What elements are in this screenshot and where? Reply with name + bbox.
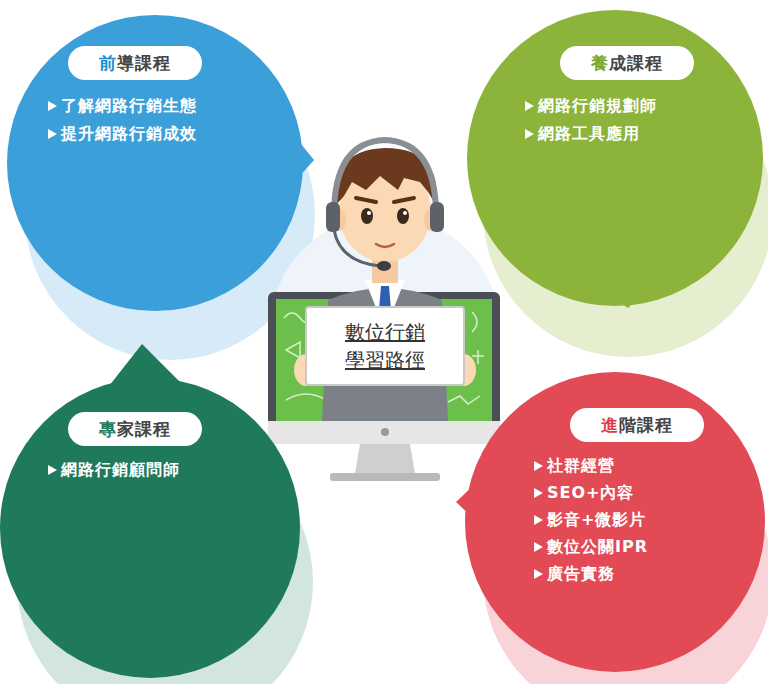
course-item: 社群經營 [547, 452, 615, 479]
course-item-row: 數位公關IPR [534, 533, 765, 560]
course-item-row: 了解網路行銷生態 [48, 92, 303, 120]
eye [361, 208, 373, 224]
course-bubble: 專家課程網路行銷顧問師 [0, 378, 300, 678]
monitor-frame [268, 292, 500, 444]
course-item-row: 廣告實務 [534, 560, 765, 587]
bullet-triangle [534, 488, 543, 498]
title-sign: 數位行銷 學習路徑 [305, 306, 465, 386]
course-item: 廣告實務 [547, 560, 615, 587]
course-item-row: 網路行銷顧問師 [48, 456, 300, 484]
headset-cup [326, 202, 340, 232]
eye-shine [367, 211, 371, 215]
course-heading: 進階課程 [570, 408, 704, 442]
eyebrow [356, 198, 376, 202]
course-item: 提升網路行銷成效 [61, 120, 197, 148]
bullet-triangle [534, 569, 543, 579]
course-item-row: 社群經營 [534, 452, 765, 479]
course-item-row: 網路工具應用 [525, 120, 763, 148]
course-heading: 專家課程 [68, 412, 202, 446]
bullet-triangle [534, 515, 543, 525]
headset-band [334, 140, 436, 215]
course-item: 數位公關IPR [547, 533, 648, 560]
bullet-triangle [525, 101, 534, 111]
bullet-triangle [48, 129, 57, 139]
monitor-base [330, 473, 440, 481]
sign-text: 數位行銷 學習路徑 [341, 318, 429, 374]
course-item: 網路行銷顧問師 [61, 456, 180, 484]
monitor-stand [355, 444, 415, 474]
bullet-triangle [48, 101, 57, 111]
eye-shine [403, 211, 407, 215]
course-heading: 前導課程 [68, 46, 202, 80]
course-item: 了解網路行銷生態 [61, 92, 197, 120]
course-item: 影音+微影片 [547, 506, 646, 533]
course-item: SEO+內容 [547, 479, 634, 506]
headset-mic-boom [334, 230, 380, 266]
bullet-triangle [48, 465, 57, 475]
bullet-triangle [525, 129, 534, 139]
course-item-row: 提升網路行銷成效 [48, 120, 303, 148]
monitor-chin [268, 421, 500, 444]
course-bubble: 前導課程了解網路行銷生態提升網路行銷成效 [7, 15, 303, 311]
headset-cup [430, 202, 444, 232]
monitor-button [381, 428, 389, 436]
course-bubble: 養成課程網路行銷規劃師網路工具應用 [467, 10, 763, 306]
course-item: 網路行銷規劃師 [538, 92, 657, 120]
course-item: 網路工具應用 [538, 120, 640, 148]
course-item-row: 網路行銷規劃師 [525, 92, 763, 120]
course-item-row: SEO+內容 [534, 479, 765, 506]
bullet-triangle [534, 461, 543, 471]
eye [397, 208, 409, 224]
bullet-triangle [534, 542, 543, 552]
course-item-row: 影音+微影片 [534, 506, 765, 533]
course-heading: 養成課程 [560, 46, 694, 80]
course-bubble: 進階課程社群經營SEO+內容影音+微影片數位公關IPR廣告實務 [465, 372, 765, 672]
mouth [376, 244, 394, 247]
headset-mic [377, 261, 391, 271]
eyebrow [394, 198, 414, 202]
